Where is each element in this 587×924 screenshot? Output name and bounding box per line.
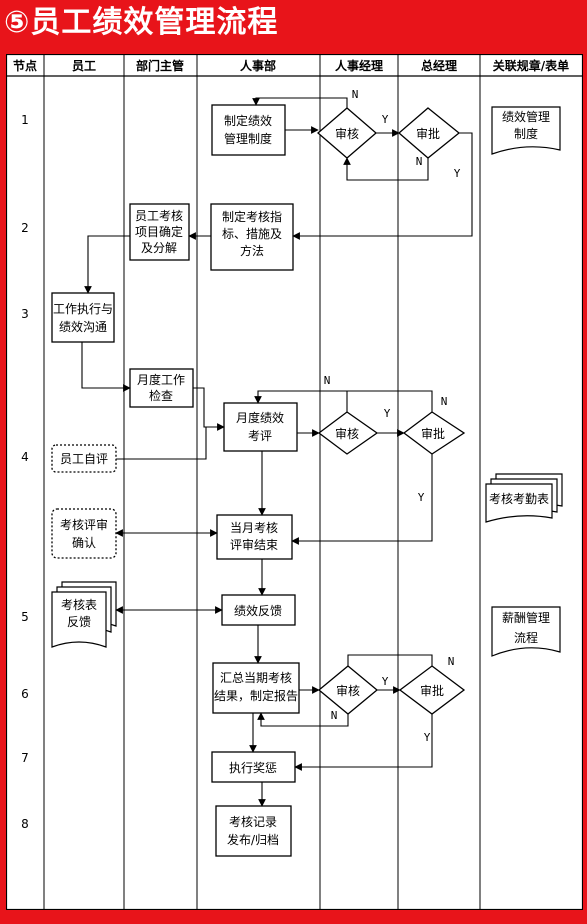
process-boxes [51,104,300,857]
flowchart: 节点 员工 部门主管 人事部 人事经理 总经理 关联规章/表单 1 2 3 4 … [5,53,584,911]
node-number: 1 [21,113,29,127]
hr-indicators-label: 标、措施及 [222,227,282,241]
mgr-items-box [129,203,190,261]
salary-doc-label: 薪酬管理 [502,610,550,625]
approve-label: 审批 [420,683,444,698]
policy-doc-label: 制度 [514,126,538,141]
flag-no: N [331,709,338,722]
flag-yes: Y [382,675,389,688]
hr-summary-label: 结果，制定报告 [214,688,298,703]
hr-review-end-label: 当月考核 [230,521,278,535]
attendance-doc-label: 考核考勤表 [489,492,549,506]
emp-self-eval-label: 员工自评 [60,452,108,466]
node-number: 8 [21,817,29,831]
flag-no: N [441,395,448,408]
page-title: ⑤员工绩效管理流程 [4,5,279,40]
salary-doc-label: 流程 [514,630,538,645]
emp-confirm-box [51,508,117,559]
hr-manager-review-2 [317,411,379,455]
hr-execute-label: 执行奖惩 [229,761,277,775]
review-label: 审核 [335,426,359,441]
policy-doc [491,106,561,155]
hr-review-end-box [216,514,293,560]
emp-execute-label: 工作执行与 [53,302,113,316]
column-header-related-docs: 关联规章/表单 [493,58,569,73]
flag-yes: Y [418,491,425,504]
emp-execute-label: 绩效沟通 [59,319,107,334]
hr-policy-label: 制定绩效 [224,113,272,128]
hr-monthly-eval-label: 月度绩效 [236,410,284,425]
flag-yes: Y [384,407,391,420]
approve-label: 审批 [421,426,445,441]
emp-confirm-label: 确认 [72,536,96,550]
policy-doc-label: 绩效管理 [502,109,550,124]
mgr-items-label: 项目确定 [135,224,183,239]
hr-policy-label: 管理制度 [224,131,272,146]
doc-labels: 绩效管理 制度 考核考勤表 薪酬管理 流程 [489,109,550,645]
emp-form-stack [51,581,117,648]
hr-indicators-box [210,203,294,271]
related-docs [485,106,563,657]
hr-feedback-label: 绩效反馈 [234,603,282,618]
approve-label: 审批 [416,126,440,141]
flag-no: N [324,374,331,387]
review-label: 审核 [335,126,359,141]
hr-record-box [215,805,292,857]
hr-review-end-label: 评审结束 [230,537,278,552]
column-header-general-manager: 总经理 [421,58,457,73]
node-numbers: 1 2 3 4 5 6 7 8 [21,113,29,831]
node-number: 5 [21,610,29,624]
node-number: 4 [21,450,29,464]
hr-indicators-label: 方法 [240,243,264,258]
column-header-employee: 员工 [72,59,96,73]
flag-no: N [448,655,455,668]
hr-monthly-eval-label: 考评 [248,429,272,443]
flag-no: N [416,155,423,168]
node-number: 2 [21,221,29,235]
flag-no: N [352,88,359,101]
decisions [317,107,466,715]
node-number: 7 [21,751,29,765]
review-label: 审核 [336,683,360,698]
mgr-items-label: 员工考核 [135,209,183,223]
hr-summary-box [212,662,300,714]
flag-yes: Y [424,731,431,744]
column-header-node: 节点 [13,58,37,73]
flowchart-sheet: 节点 员工 部门主管 人事部 人事经理 总经理 关联规章/表单 1 2 3 4 … [5,53,584,911]
hr-record-label: 考核记录 [229,815,277,829]
column-header-dept-manager: 部门主管 [136,58,184,73]
flow-flags: N Y N Y N Y N Y N Y N Y [324,88,461,744]
column-header-hr-manager: 人事经理 [335,58,383,73]
hr-policy-box [211,104,286,156]
emp-form-label: 考核表 [61,598,97,612]
mgr-items-label: 及分解 [141,241,177,255]
emp-execute-box [51,292,115,343]
node-number: 3 [21,307,29,321]
hr-record-label: 发布/归档 [227,832,279,847]
emp-form-label: 反馈 [67,615,91,629]
column-headers: 节点 员工 部门主管 人事部 人事经理 总经理 关联规章/表单 [13,58,569,73]
hr-summary-label: 汇总当期考核 [220,671,292,685]
hr-execute-box [211,751,296,783]
box-labels: 制定绩效 管理制度 制定考核指 标、措施及 方法 员工考核 项目确定 及分解 工… [53,113,298,847]
node-number: 6 [21,687,29,701]
decision-labels: 审核 审批 审核 审批 审核 审批 [335,126,445,698]
emp-confirm-label: 考核评审 [60,517,108,532]
flag-yes: Y [454,167,461,180]
flag-yes: Y [382,113,389,126]
salary-doc [491,606,561,657]
mgr-monthly-label: 月度工作 [137,372,185,387]
column-header-hr-dept: 人事部 [240,58,276,73]
mgr-monthly-label: 检查 [149,388,173,403]
emp-self-eval-box [51,444,117,473]
connectors [81,97,473,807]
hr-indicators-label: 制定考核指 [222,209,282,224]
hr-monthly-eval-box [223,402,298,452]
